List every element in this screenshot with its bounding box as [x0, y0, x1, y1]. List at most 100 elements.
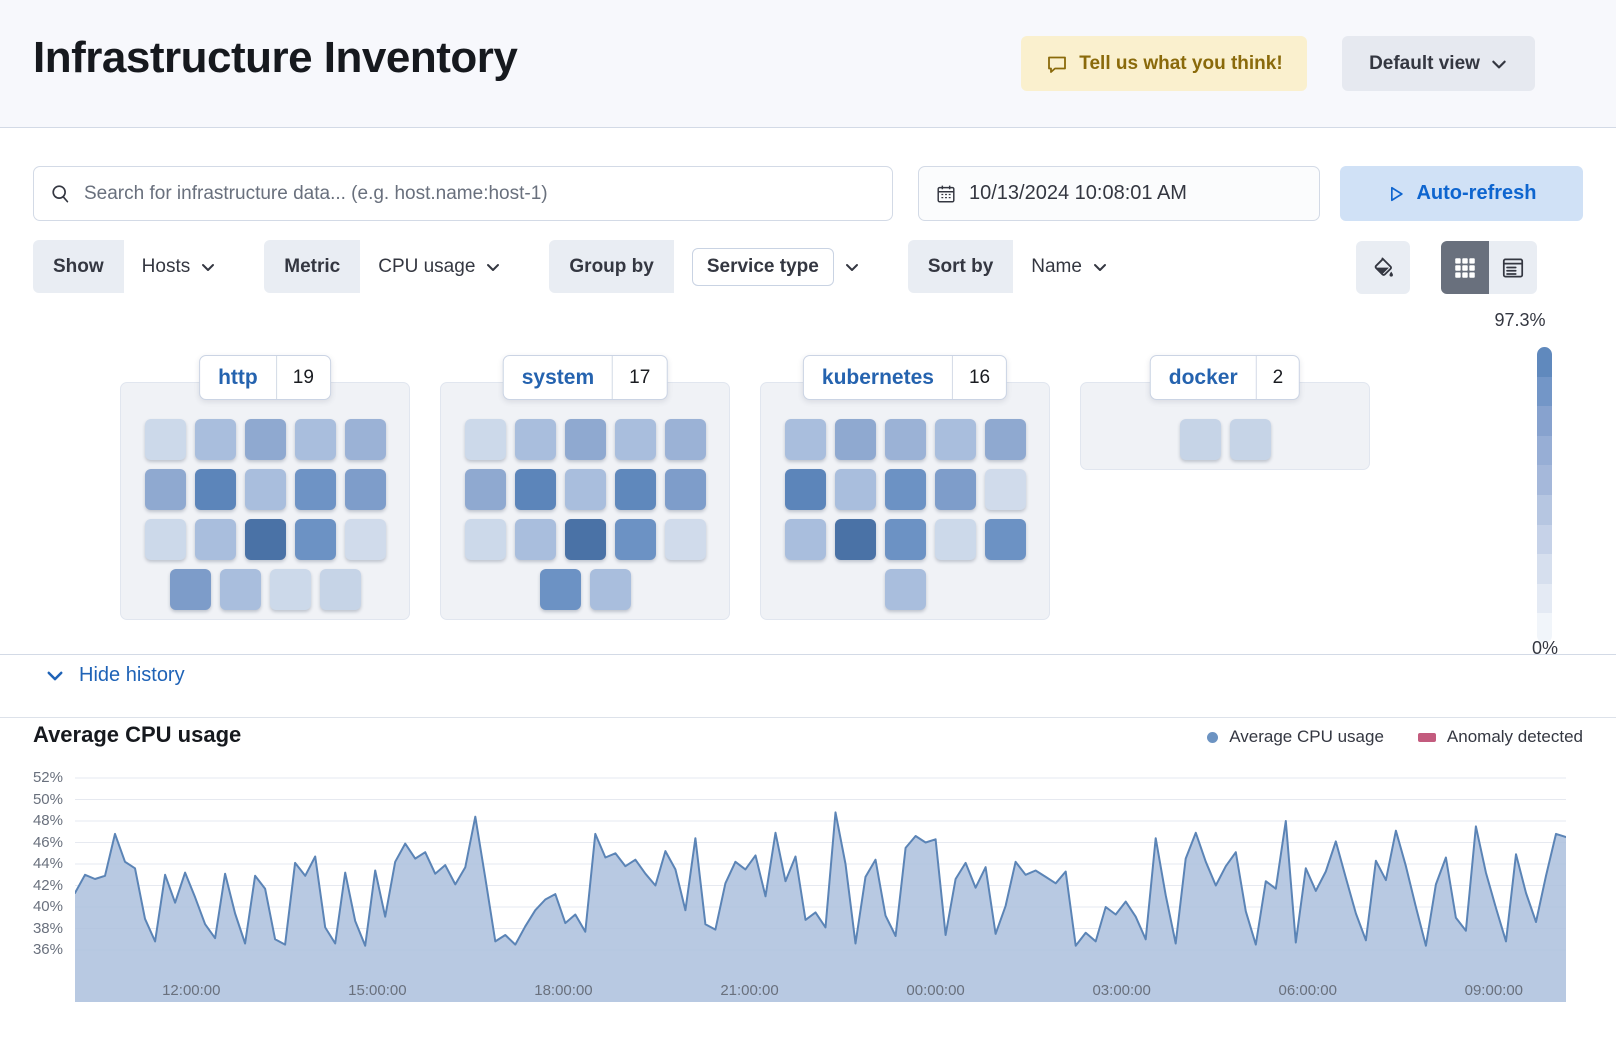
y-axis-tick: 44% — [32, 855, 63, 872]
chevron-down-icon — [485, 259, 501, 275]
host-tile[interactable] — [984, 469, 1026, 510]
color-palette-button[interactable] — [1356, 241, 1410, 294]
filter-value-dropdown[interactable]: CPU usage — [360, 240, 520, 293]
default-view-button[interactable]: Default view — [1342, 36, 1535, 91]
host-tile[interactable] — [614, 519, 656, 560]
calendar-icon — [935, 183, 957, 205]
host-tile[interactable] — [884, 569, 926, 610]
host-tile[interactable] — [884, 469, 926, 510]
host-tile[interactable] — [294, 469, 336, 510]
host-tile[interactable] — [564, 419, 606, 460]
host-tile[interactable] — [269, 569, 311, 610]
auto-refresh-label: Auto-refresh — [1416, 182, 1537, 204]
grid-view-button[interactable] — [1441, 241, 1489, 294]
host-tile[interactable] — [984, 419, 1026, 460]
host-tile[interactable] — [614, 419, 656, 460]
host-tile[interactable] — [564, 519, 606, 560]
host-tile[interactable] — [464, 519, 506, 560]
scale-segment — [1537, 524, 1552, 555]
x-axis-tick: 09:00:00 — [1464, 982, 1524, 999]
filter-value-text: Hosts — [141, 255, 191, 277]
table-view-button[interactable] — [1489, 241, 1537, 294]
filter-value-dropdown[interactable]: Hosts — [123, 240, 235, 293]
host-tile[interactable] — [784, 519, 826, 560]
host-tile[interactable] — [884, 519, 926, 560]
auto-refresh-button[interactable]: Auto-refresh — [1340, 166, 1583, 221]
host-tile[interactable] — [194, 469, 236, 510]
host-tile[interactable] — [934, 419, 976, 460]
host-tile[interactable] — [664, 419, 706, 460]
host-tile[interactable] — [884, 419, 926, 460]
host-tile[interactable] — [344, 519, 386, 560]
host-tile[interactable] — [514, 519, 556, 560]
host-tile[interactable] — [294, 519, 336, 560]
scale-segment — [1537, 465, 1552, 495]
host-tile[interactable] — [464, 469, 506, 510]
host-tile[interactable] — [169, 569, 211, 610]
filter-value-dropdown[interactable]: Service type — [673, 240, 878, 293]
host-tile[interactable] — [784, 419, 826, 460]
legend-item-average-cpu-usage[interactable]: Average CPU usage — [1207, 727, 1384, 747]
host-tile[interactable] — [1229, 419, 1271, 460]
tile-row — [121, 569, 409, 610]
y-axis-tick: 52% — [32, 769, 63, 786]
history-divider — [0, 717, 1616, 718]
y-axis-tick: 48% — [32, 812, 63, 829]
host-tile[interactable] — [834, 419, 876, 460]
scale-segment — [1537, 406, 1552, 436]
host-tile[interactable] — [144, 519, 186, 560]
hide-history-toggle[interactable]: Hide history — [45, 664, 185, 687]
host-tile[interactable] — [834, 469, 876, 510]
badge-divider — [275, 356, 277, 399]
host-tile[interactable] — [834, 519, 876, 560]
host-tile[interactable] — [464, 419, 506, 460]
host-tile[interactable] — [664, 469, 706, 510]
group-name-link[interactable]: docker — [1168, 365, 1238, 389]
tile-row — [121, 469, 409, 510]
host-tile[interactable] — [784, 469, 826, 510]
host-tile[interactable] — [344, 469, 386, 510]
host-tile[interactable] — [219, 569, 261, 610]
page-header: Infrastructure Inventory Tell us what yo… — [0, 0, 1616, 128]
host-tile[interactable] — [664, 519, 706, 560]
table-icon — [1500, 255, 1526, 281]
host-tile[interactable] — [934, 469, 976, 510]
host-tile[interactable] — [934, 519, 976, 560]
host-tile[interactable] — [244, 419, 286, 460]
host-tile[interactable] — [244, 519, 286, 560]
host-tile[interactable] — [564, 469, 606, 510]
host-tile[interactable] — [144, 469, 186, 510]
host-tile[interactable] — [244, 469, 286, 510]
search-input[interactable] — [84, 182, 876, 205]
badge-divider — [612, 356, 614, 399]
page-title: Infrastructure Inventory — [33, 33, 518, 82]
group-count: 16 — [968, 366, 991, 388]
search-icon — [50, 183, 72, 205]
group-name-link[interactable]: kubernetes — [821, 365, 934, 389]
group-name-link[interactable]: system — [521, 365, 595, 389]
host-tile[interactable] — [294, 419, 336, 460]
scale-segment — [1537, 583, 1552, 614]
host-tile[interactable] — [589, 569, 631, 610]
feedback-button[interactable]: Tell us what you think! — [1021, 36, 1307, 91]
host-tile[interactable] — [539, 569, 581, 610]
host-tile[interactable] — [514, 419, 556, 460]
host-tile[interactable] — [194, 519, 236, 560]
host-tile[interactable] — [614, 469, 656, 510]
tile-row — [1081, 419, 1369, 460]
search-bar[interactable] — [33, 166, 893, 221]
group-name-link[interactable]: http — [218, 365, 258, 389]
host-tile[interactable] — [514, 469, 556, 510]
filter-value-dropdown[interactable]: Name — [1013, 240, 1126, 293]
host-tile[interactable] — [344, 419, 386, 460]
host-tile[interactable] — [984, 519, 1026, 560]
host-tile[interactable] — [1179, 419, 1221, 460]
host-tile[interactable] — [194, 419, 236, 460]
date-picker-button[interactable]: 10/13/2024 10:08:01 AM — [918, 166, 1320, 221]
view-mode-toggle — [1441, 241, 1537, 294]
legend-item-anomaly-detected[interactable]: Anomaly detected — [1417, 727, 1583, 747]
host-tile[interactable] — [144, 419, 186, 460]
host-tile[interactable] — [319, 569, 361, 610]
